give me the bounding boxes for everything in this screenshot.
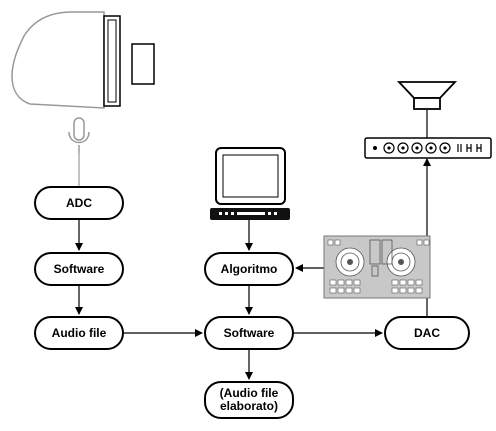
algorithm-node: Algoritmo (204, 252, 294, 286)
adc-label: ADC (66, 195, 92, 210)
software-center-node: Software (204, 316, 294, 350)
dac-label: DAC (414, 325, 440, 340)
audio-file-node: Audio file (34, 316, 124, 350)
processed-audio-label: (Audio file elaborato) (219, 386, 279, 413)
software-label: Software (53, 261, 105, 276)
audio-file-label: Audio file (51, 325, 107, 340)
software-node: Software (34, 252, 124, 286)
dac-node: DAC (384, 316, 470, 350)
processed-audio-node: (Audio file elaborato) (204, 381, 294, 419)
adc-node: ADC (34, 186, 124, 220)
algorithm-label: Algoritmo (220, 261, 278, 276)
software-center-label: Software (223, 325, 275, 340)
